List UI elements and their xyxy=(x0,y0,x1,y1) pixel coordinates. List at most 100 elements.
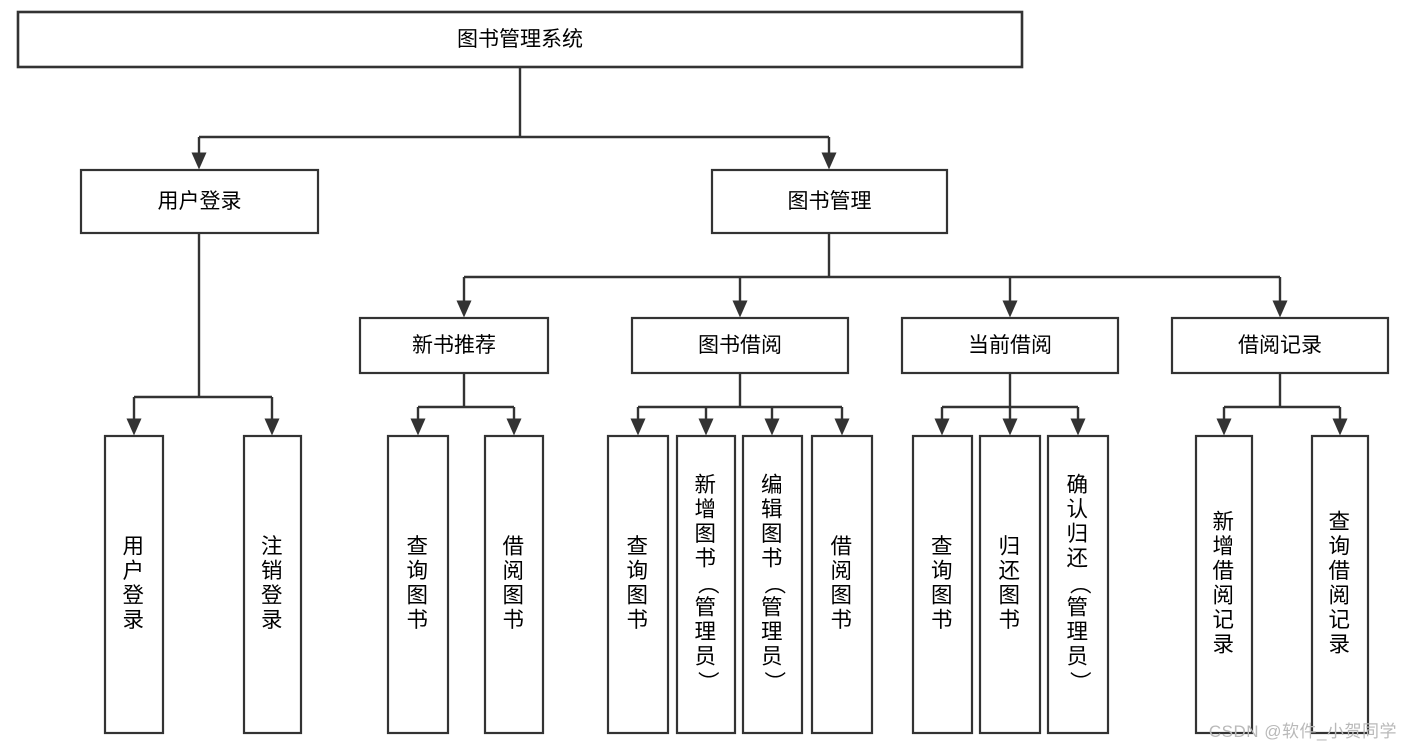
arrow-head-icon xyxy=(630,418,646,436)
node-label-char: 还 xyxy=(1066,547,1089,571)
node-label-char: 登 xyxy=(122,583,145,607)
node-box[interactable] xyxy=(386,434,450,735)
node-box[interactable] xyxy=(16,10,1024,69)
node-book-borrow[interactable]: 图书借阅 xyxy=(630,316,850,375)
node-box[interactable] xyxy=(483,434,545,735)
node-label-char: ） xyxy=(695,671,719,694)
node-new-book-recommend[interactable]: 新书推荐 xyxy=(358,316,550,375)
node-box[interactable] xyxy=(606,434,670,735)
node-label-char: 编 xyxy=(761,473,784,497)
node-box[interactable] xyxy=(1046,434,1110,735)
node-label-char: 员 xyxy=(761,645,784,669)
node-box[interactable] xyxy=(1310,434,1370,735)
node-leaf-query-book-1[interactable]: 查询图书查询图书 xyxy=(386,434,450,735)
node-leaf-query-book-2[interactable]: 查询图书查询图书 xyxy=(606,434,670,735)
node-user-login[interactable]: 用户登录 xyxy=(79,168,320,235)
node-label-char: 增 xyxy=(1212,534,1235,558)
node-label-char: 询 xyxy=(931,559,954,583)
node-label-char: 用 xyxy=(122,534,145,558)
node-label-char: 记 xyxy=(1328,608,1351,632)
connector-book-management-to-level3 xyxy=(456,233,1288,318)
connector-borrow-record-to-leaves xyxy=(1216,373,1348,436)
node-label-char: 录 xyxy=(122,608,145,632)
watermark-text: CSDN @软件_小贺同学 xyxy=(1208,722,1397,741)
node-label-char: 图 xyxy=(694,522,717,546)
node-box[interactable] xyxy=(1194,434,1254,735)
node-box[interactable] xyxy=(242,434,303,735)
node-leaf-logout[interactable]: 注销登录注销登录 xyxy=(242,434,303,735)
node-label-char: 借 xyxy=(1328,559,1351,583)
node-label-char: 员 xyxy=(1066,645,1089,669)
arrow-head-icon xyxy=(732,300,748,318)
node-label-char: （ xyxy=(1067,573,1091,596)
node-label: 当前借阅 xyxy=(968,334,1052,357)
node-book-management[interactable]: 图书管理 xyxy=(710,168,949,235)
node-label-char: 记 xyxy=(1212,608,1235,632)
node-box[interactable] xyxy=(911,434,974,735)
arrow-head-icon xyxy=(264,418,280,436)
node-leaf-user-login[interactable]: 用户登录用户登录 xyxy=(103,434,165,735)
node-leaf-return-book[interactable]: 归还图书归还图书 xyxy=(978,434,1042,735)
node-label-char: 确 xyxy=(1066,473,1089,497)
node-label-char: 图 xyxy=(406,583,429,607)
node-label-char: 录 xyxy=(261,608,284,632)
node-leaf-query-record[interactable]: 查询借阅记录查询借阅记录 xyxy=(1310,434,1370,735)
connector-layer xyxy=(126,67,1348,436)
node-root[interactable]: 图书管理系统 xyxy=(16,10,1024,69)
node-label: 图书管理系统 xyxy=(457,28,583,51)
node-label-char: 辑 xyxy=(761,498,784,522)
node-leaf-add-record[interactable]: 新增借阅记录新增借阅记录 xyxy=(1194,434,1254,735)
node-label-char: 阅 xyxy=(830,559,853,583)
node-box[interactable] xyxy=(710,168,949,235)
node-box[interactable] xyxy=(978,434,1042,735)
node-leaf-query-book-3[interactable]: 查询图书查询图书 xyxy=(911,434,974,735)
connector-root-to-level2 xyxy=(191,67,837,170)
node-label: 借阅记录 xyxy=(1238,334,1322,357)
node-label-char: 员 xyxy=(694,645,717,669)
arrow-head-icon xyxy=(126,418,142,436)
node-label-char: 询 xyxy=(1328,534,1351,558)
arrow-head-icon xyxy=(698,418,714,436)
node-label-char: 书 xyxy=(502,608,525,632)
node-label-char: 管 xyxy=(694,596,717,620)
node-label-char: 理 xyxy=(694,620,717,644)
node-box[interactable] xyxy=(358,316,550,375)
arrow-head-icon xyxy=(764,418,780,436)
node-box[interactable] xyxy=(900,316,1120,375)
node-label: 图书借阅 xyxy=(698,334,782,357)
node-box[interactable] xyxy=(103,434,165,735)
node-label-char: 借 xyxy=(1212,559,1235,583)
arrow-head-icon xyxy=(1332,418,1348,436)
node-box[interactable] xyxy=(1170,316,1390,375)
node-box[interactable] xyxy=(675,434,737,735)
node-leaf-borrow-book-2[interactable]: 借阅图书借阅图书 xyxy=(810,434,874,735)
node-label-char: 书 xyxy=(694,547,717,571)
node-box[interactable] xyxy=(810,434,874,735)
node-label-char: 归 xyxy=(998,534,1021,558)
node-label-char: 增 xyxy=(694,498,717,522)
node-label-char: 查 xyxy=(406,534,429,558)
node-label-char: 归 xyxy=(1066,522,1089,546)
node-current-borrow[interactable]: 当前借阅 xyxy=(900,316,1120,375)
node-label-char: 录 xyxy=(1212,632,1235,656)
node-box[interactable] xyxy=(741,434,804,735)
arrow-head-icon xyxy=(410,418,426,436)
node-label-char: 录 xyxy=(1328,632,1351,656)
arrow-head-icon xyxy=(1216,418,1232,436)
connector-current-borrow-to-leaves xyxy=(934,373,1086,436)
node-leaf-borrow-book-1[interactable]: 借阅图书借阅图书 xyxy=(483,434,545,735)
node-label: 用户登录 xyxy=(158,190,242,213)
node-borrow-record[interactable]: 借阅记录 xyxy=(1170,316,1390,375)
node-box[interactable] xyxy=(630,316,850,375)
connector-user-login-to-leaves xyxy=(126,233,280,436)
node-label-char: 图 xyxy=(626,583,649,607)
arrow-head-icon xyxy=(191,152,207,170)
node-label-char: （ xyxy=(695,573,719,596)
node-label-char: 询 xyxy=(406,559,429,583)
node-box[interactable] xyxy=(79,168,320,235)
node-label-char: 图 xyxy=(998,583,1021,607)
